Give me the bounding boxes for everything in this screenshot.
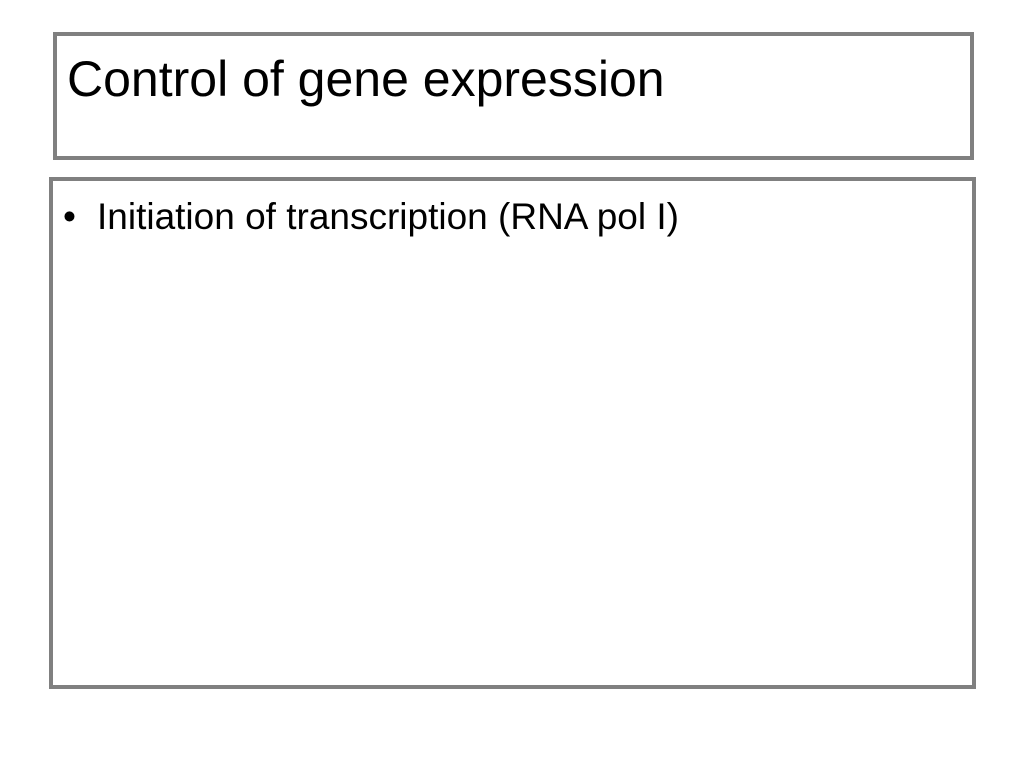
bullet-marker: •	[63, 196, 76, 237]
slide-title: Control of gene expression	[67, 51, 665, 107]
bullet-text: Initiation of transcription (RNA pol I)	[97, 196, 679, 237]
bullet-item: • Initiation of transcription (RNA pol I…	[63, 195, 679, 239]
bullet-list: • Initiation of transcription (RNA pol I…	[63, 195, 679, 239]
content-placeholder: • Initiation of transcription (RNA pol I…	[49, 177, 976, 689]
title-placeholder: Control of gene expression	[53, 32, 974, 160]
